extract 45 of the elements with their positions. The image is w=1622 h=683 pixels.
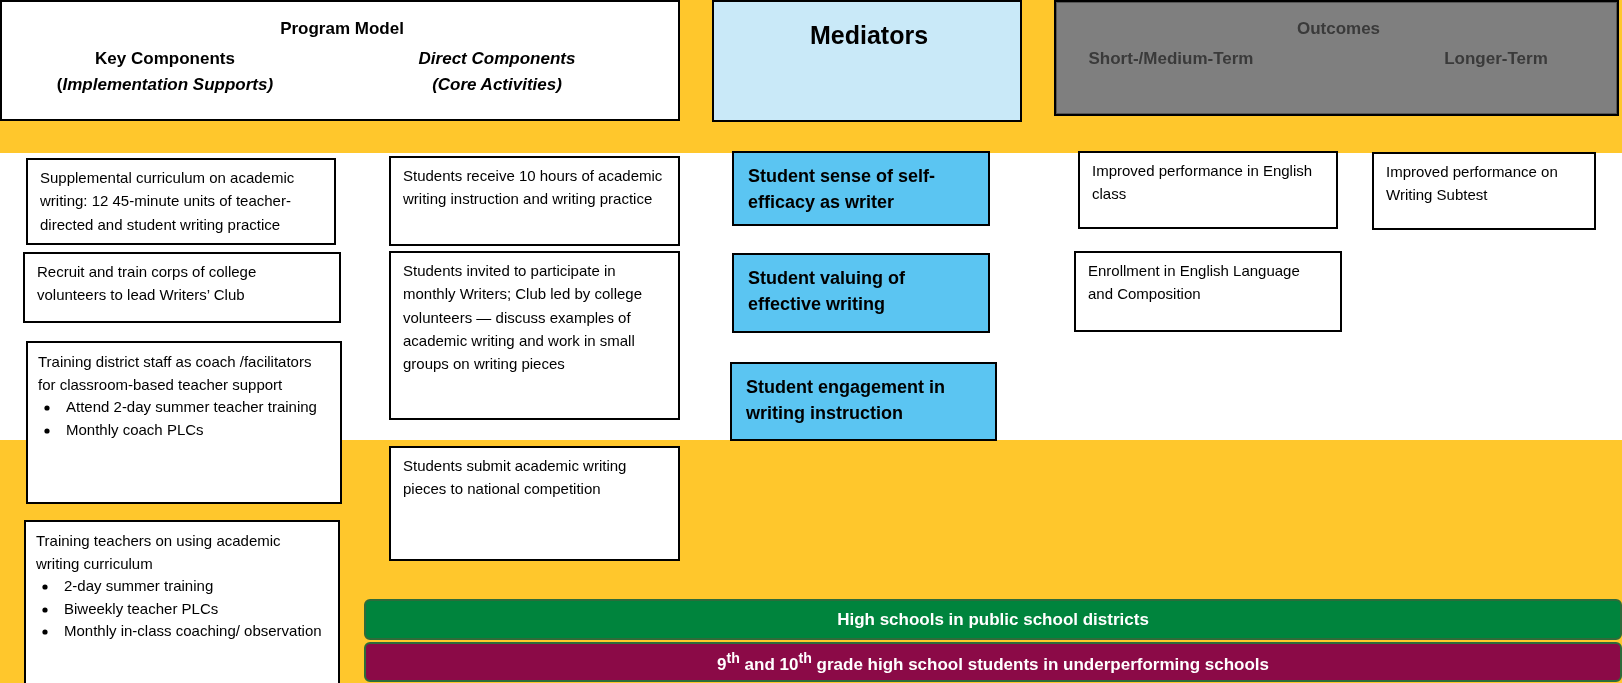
text-box [23,252,341,323]
box-text: Recruit and train corps of college volunteers to lead Writers’ Club [37,262,258,306]
bullet-item: 2-day summer training [36,575,328,598]
box-text: Improved performance in English class [1092,161,1314,205]
box-text: Improved performance on Writing Subtest [1386,162,1559,206]
text-box [1372,152,1596,230]
bullet-item: Attend 2-day summer teacher training [38,396,330,419]
text-box [1078,151,1338,229]
mediator-text: Student sense of self-efficacy as writer [748,165,937,215]
box-text: Enrollment in English Language and Composition [1088,261,1301,305]
header-box [0,0,680,121]
box-text: Students invited to participate in monthly Writers; Club led by college volunteers — discuss examples of academic writing and work in small groups on writing pieces [403,261,643,374]
bar-text: 9$^{th}$ and 10$^{th}$ grade high school students in underperforming schools [717,649,1269,675]
context-bar [364,642,1622,682]
header-title: Mediators [808,20,930,51]
text-box [389,156,680,246]
box-text: Supplemental curriculum on academic writing: 12 45-minute units of teacher-directed and student writing practice [40,168,296,235]
mediator-box [732,253,990,333]
column-heading: Direct Components (Core Activities) [417,48,577,97]
header-box [1054,0,1619,116]
header-title: Outcomes [1295,18,1382,40]
bullet-item: Monthly coach PLCs [38,418,330,441]
column-heading: Short-/Medium-Term [1087,48,1255,70]
mediator-box [732,151,990,226]
context-bar [364,599,1622,640]
text-box [26,158,336,245]
box-text: Students submit academic writing pieces to national competition [403,456,628,500]
header-title: Program Model [279,18,405,40]
text-box [24,520,340,683]
box-text: Training teachers on using academic writing curriculum [36,531,282,574]
column-heading: Key Components (Implementation Supports) [55,48,275,97]
bullet-item: Monthly in-class coaching/ observation [36,620,328,643]
bullet-item: Biweekly teacher PLCs [36,597,328,620]
box-text: Training district staff as coach /facilitators for classroom-based teacher support [38,352,313,395]
mediator-text: Student engagement in writing instruction [746,376,946,426]
mediator-text: Student valuing of effective writing [748,267,906,317]
text-box [26,341,342,504]
box-text: Students receive 10 hours of academic writing instruction and writing practice [403,166,664,210]
header-box [712,0,1022,122]
text-box [389,251,680,420]
text-box [389,446,680,561]
mediator-box [730,362,997,441]
text-box [1074,251,1342,332]
column-heading: Longer-Term [1443,48,1549,70]
bar-text: High schools in public school districts [837,609,1149,630]
